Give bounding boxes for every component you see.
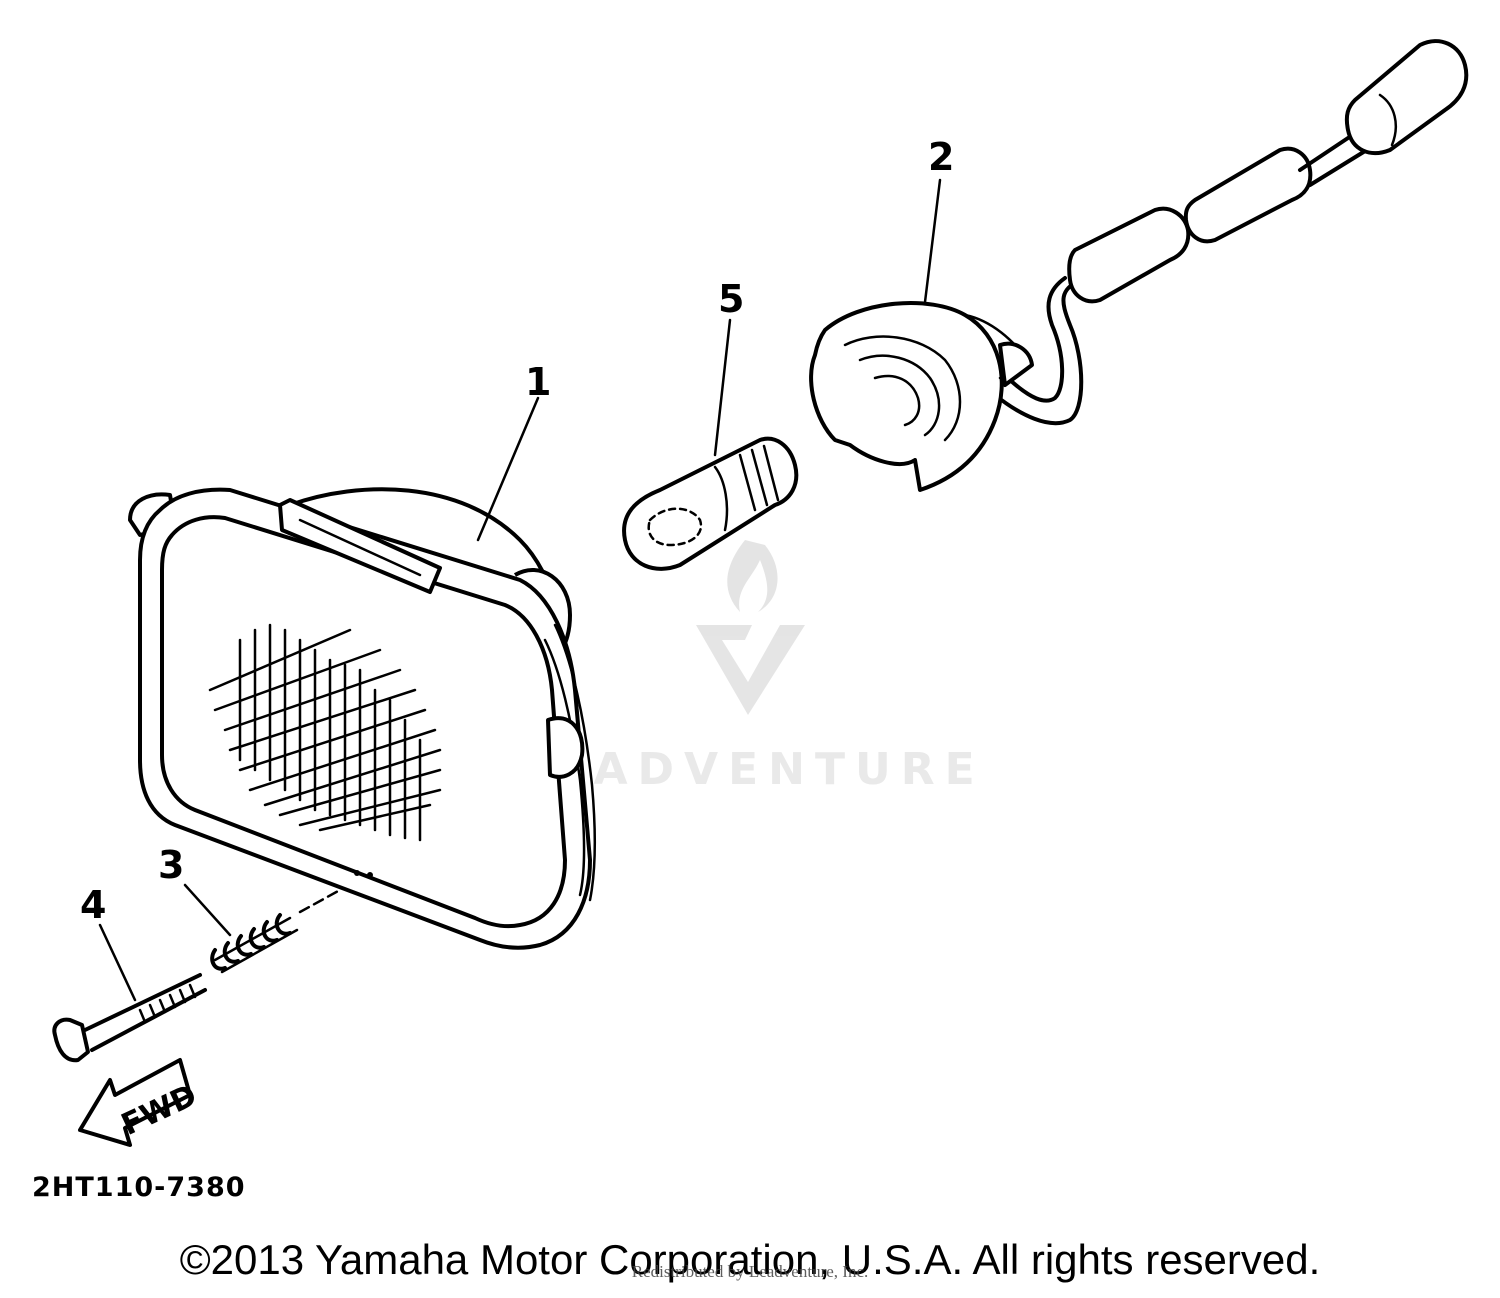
callout-part-5: 5: [718, 277, 744, 321]
callout-part-2: 2: [928, 135, 954, 179]
diagram-code: 2HT110-7380: [32, 1172, 246, 1203]
lens-pattern: [208, 623, 442, 842]
bulb-socket-cord: [809, 39, 1469, 492]
callout-part-3: 3: [158, 843, 184, 887]
callout-part-4: 4: [80, 883, 106, 927]
callout-part-1: 1: [525, 360, 551, 404]
bulb: [622, 436, 799, 571]
redistribution-notice: Redistributed by Leadventure, Inc.: [631, 1262, 869, 1281]
adjuster-spring: [210, 888, 342, 974]
headlight-unit: [128, 487, 597, 950]
forward-direction-arrow: FWD: [78, 1058, 202, 1147]
leader-lines: [98, 178, 942, 1002]
adjuster-screw: [52, 973, 207, 1063]
copyright-notice: ©2013 Yamaha Motor Corporation, U.S.A. A…: [179, 1236, 1321, 1283]
